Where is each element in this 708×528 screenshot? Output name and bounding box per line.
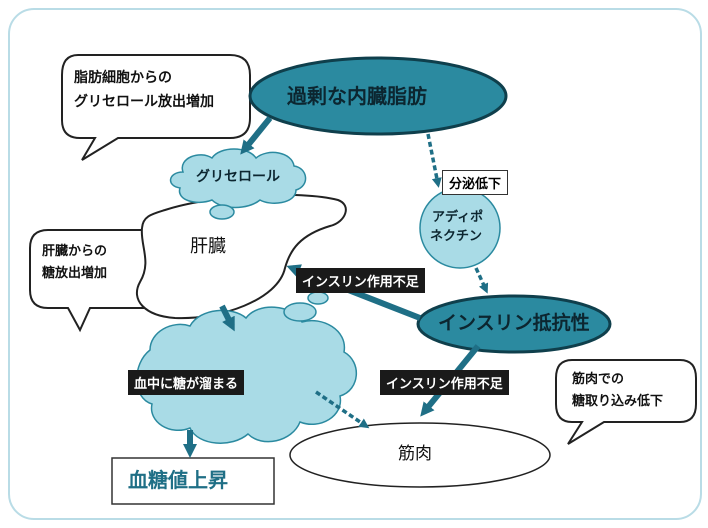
insulin-resistance-label: インスリン抵抗性 <box>438 312 590 334</box>
adiponectin-label-line1: アディポ <box>432 210 484 225</box>
bubble-muscle-uptake-line2: 糖取り込み低下 <box>572 394 664 409</box>
arrow-adiponectin-to-resistance <box>474 267 489 294</box>
visceral-fat-label: 過剰な内臓脂肪 <box>287 84 427 108</box>
insulin-insufficient-liver-label: インスリン作用不足 <box>296 268 425 293</box>
glycerol-cloud <box>169 148 307 220</box>
arrow-blood-to-muscle <box>315 390 370 429</box>
insulin-resistance-node <box>416 294 612 354</box>
bubble-glycerol-release <box>61 54 251 161</box>
liver-label: 肝臓 <box>190 236 226 257</box>
adiponectin-label-line2: ネクチン <box>430 229 483 244</box>
muscle-label: 筋肉 <box>398 444 432 464</box>
blood-sugar-rise-label: 血糖値上昇 <box>128 468 228 492</box>
muscle-node <box>289 422 551 488</box>
bubble-muscle-uptake <box>555 359 697 445</box>
bubble-glycerol-release-line2: グリセロール放出増加 <box>74 94 214 110</box>
bubble-liver-release-line2: 糖放出増加 <box>42 266 108 281</box>
secretion-decrease-label: 分泌低下 <box>442 170 509 195</box>
arrow-fat-to-glycerol <box>240 116 273 155</box>
bubble-liver-release-line1: 肝臓からの <box>42 244 108 259</box>
blood-cloud <box>136 291 358 444</box>
adiponectin-node <box>419 187 501 269</box>
insulin-insufficient-muscle-label: インスリン作用不足 <box>380 370 509 395</box>
blood-label: 血中に糖が溜まる <box>128 370 245 395</box>
blood-sugar-rise-box <box>111 457 275 505</box>
liver-shape <box>135 193 347 320</box>
arrow-liver-to-blood <box>219 304 235 332</box>
glycerol-label: グリセロール <box>196 169 280 185</box>
visceral-fat-node <box>248 56 508 136</box>
bubble-glycerol-release-line1: 脂肪細胞からの <box>74 70 172 86</box>
arrow-fat-to-adiponectin <box>426 133 442 188</box>
bubble-muscle-uptake-line1: 筋肉での <box>572 372 625 387</box>
